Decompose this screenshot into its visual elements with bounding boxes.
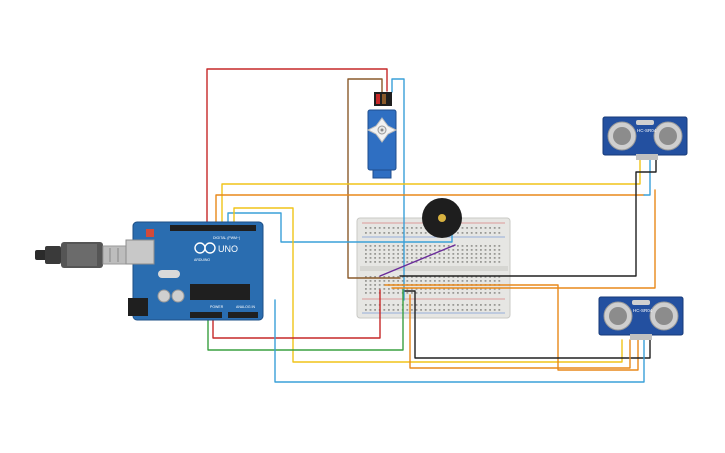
- wire-blue-servo: [391, 78, 405, 301]
- usb-cable: [35, 242, 136, 268]
- wire-black-bottom: [404, 290, 651, 359]
- wire-red-servo: [206, 68, 388, 227]
- arduino-model-text: UNO: [218, 244, 238, 254]
- sensor-bottom-label: HC-SR04: [633, 308, 653, 313]
- analog-label: ANALOG IN: [236, 305, 256, 309]
- wire-brown-servo: [347, 78, 401, 279]
- wire-blue-buzzer: [227, 212, 453, 243]
- wires: [206, 68, 657, 383]
- servo-motor[interactable]: [366, 92, 398, 179]
- wire-red-power: [212, 289, 381, 339]
- wire-orange-bottom: [384, 284, 639, 371]
- arduino-brand-text: ARDUINO: [194, 258, 210, 262]
- wire-orange-top-sensor: [215, 194, 645, 227]
- wire-blue-bottom: [274, 299, 645, 383]
- ultrasonic-sensor-bottom[interactable]: HC-SR04: [598, 296, 684, 340]
- arduino-uno-board[interactable]: UNO ARDUINO DIGITAL (PWM~) POWER ANALOG …: [125, 221, 264, 321]
- wire-purple-buzzer: [379, 244, 456, 277]
- ultrasonic-sensor-top[interactable]: HC-SR04: [602, 116, 688, 160]
- digital-header-label: DIGITAL (PWM~): [213, 236, 240, 240]
- sensor-top-label: HC-SR04: [637, 128, 657, 133]
- wire-green: [207, 289, 404, 351]
- arduino-logo-icon: [194, 242, 216, 254]
- piezo-buzzer[interactable]: [422, 198, 462, 238]
- wire-orange-top: [391, 189, 656, 289]
- wire-black-top-sensor: [399, 159, 657, 277]
- power-label: POWER: [210, 305, 224, 309]
